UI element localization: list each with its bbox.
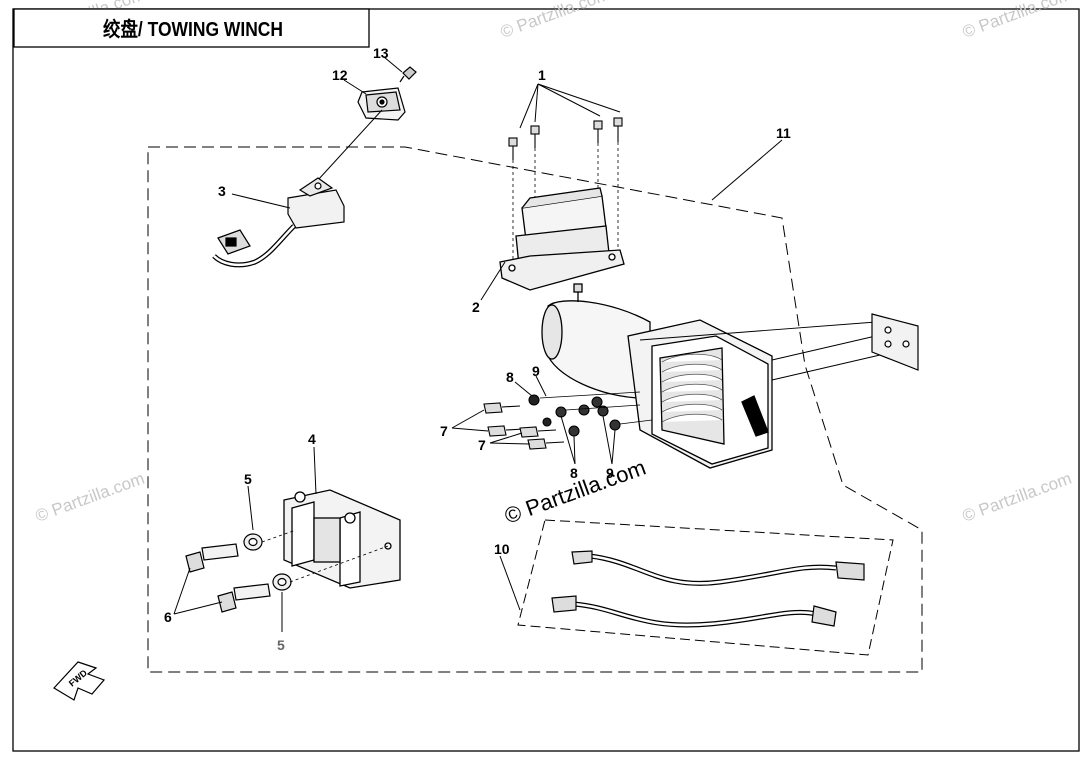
part-1-bolts [508, 117, 623, 160]
part-12-leader [317, 109, 383, 181]
parts-5-6-fasteners [185, 533, 292, 613]
cable-kit-outline [517, 519, 894, 656]
callout-7b: 7 [478, 437, 486, 453]
watermark-mid-right: © Partzilla.com [960, 469, 1074, 526]
watermark-mid-left: © Partzilla.com [33, 469, 147, 526]
callout-8a: 8 [506, 369, 514, 385]
callout-8b: 8 [570, 465, 578, 481]
watermark-top-mid: © Partzilla.com [498, 0, 612, 42]
assembly-outline [147, 146, 923, 673]
callout-5a: 5 [244, 471, 252, 487]
page-title: 绞盘/ TOWING WINCH [103, 17, 283, 41]
part-13-screw [399, 66, 417, 83]
callout-10: 10 [494, 541, 510, 557]
part-12-cover [357, 87, 406, 121]
callout-13: 13 [373, 45, 389, 61]
callout-11: 11 [776, 125, 791, 141]
callout-12: 12 [332, 67, 348, 83]
callout-7a: 7 [440, 423, 448, 439]
callout-3: 3 [218, 183, 226, 199]
fastener-guides [539, 391, 653, 425]
part-2-control-box [499, 187, 625, 291]
side-bracket [871, 313, 919, 371]
callout-leaders [173, 56, 783, 632]
watermark-top-right: © Partzilla.com [960, 0, 1074, 42]
callout-6: 6 [164, 609, 172, 625]
callout-1: 1 [538, 67, 546, 83]
parts-5-6-guides [261, 529, 389, 583]
callout-4: 4 [308, 431, 316, 447]
callouts: 1 2 3 4 5 5 6 7 7 8 8 9 9 10 11 12 13 [164, 45, 791, 653]
part-3-switch [212, 177, 345, 268]
callout-9b: 9 [606, 465, 614, 481]
mount-guide-lines [639, 321, 881, 381]
callout-5b: 5 [277, 637, 285, 653]
bolt-dashed-guides [512, 142, 619, 260]
part-10-cables [551, 550, 865, 628]
title-box [13, 8, 370, 48]
fwd-arrow-icon: FWD [53, 661, 106, 701]
parts-7-8-9-fasteners [483, 394, 621, 450]
callout-2: 2 [472, 299, 480, 315]
part-4-fairlead [283, 489, 401, 589]
part-11-winch [541, 283, 773, 469]
page-border [12, 8, 1080, 752]
callout-9a: 9 [532, 363, 540, 379]
